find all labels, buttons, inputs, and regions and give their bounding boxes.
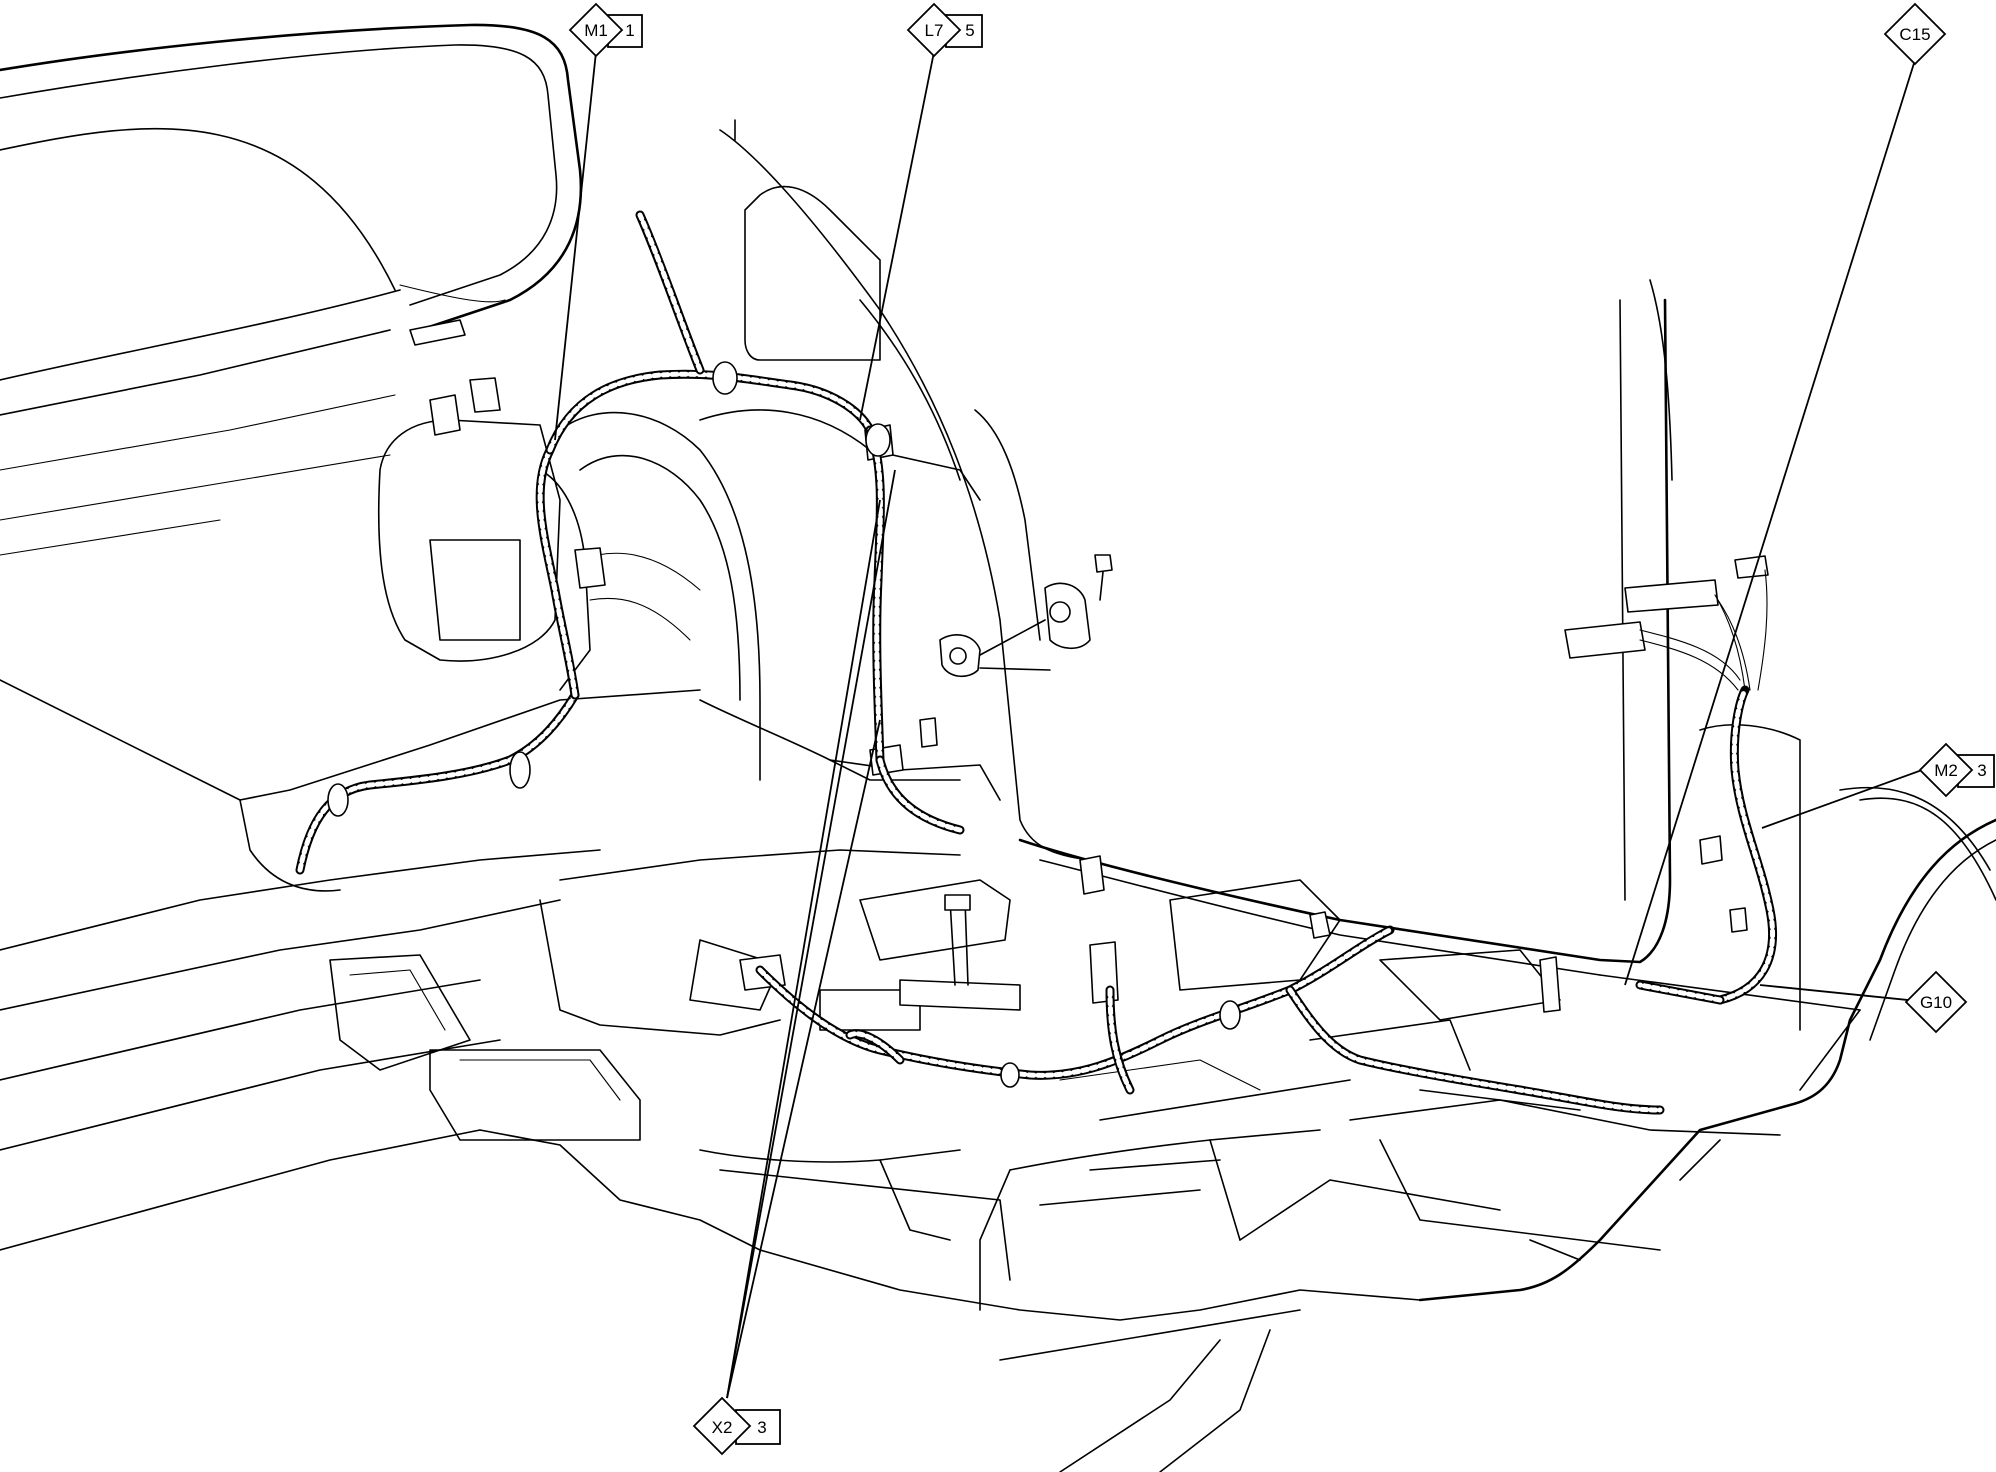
callout-x2-diamond (692, 1396, 752, 1456)
callout-leader-lines (554, 51, 1923, 1399)
callout-x2-number: 3 (757, 1418, 766, 1437)
callout-l7-diamond (906, 2, 962, 58)
wiring-harness (295, 210, 1778, 1115)
callout-l7-number: 5 (965, 21, 974, 40)
callout-g10-code: G10 (1920, 993, 1952, 1012)
callout-c15: C15 (1883, 2, 1947, 66)
callout-c15-code: C15 (1899, 25, 1930, 44)
callout-m1-box (607, 14, 643, 48)
callout-m1-diamond (568, 2, 624, 58)
callout-l7: L7 5 (906, 2, 983, 58)
callout-m1: M1 1 (568, 2, 643, 58)
callout-m1-number: 1 (625, 21, 634, 40)
callout-x2: X2 3 (692, 1396, 781, 1456)
callout-x2-code: X2 (712, 1418, 733, 1437)
callout-m2-code: M2 (1934, 761, 1958, 780)
callout-g10-diamond (1904, 970, 1968, 1034)
callout-m2-diamond (1918, 742, 1974, 798)
callout-l7-code: L7 (925, 21, 944, 40)
callout-m2: M2 3 (1918, 742, 1995, 798)
callout-g10: G10 (1904, 970, 1968, 1034)
callout-m2-number: 3 (1977, 761, 1986, 780)
callout-c15-diamond (1883, 2, 1947, 66)
vehicle-body-outline (0, 23, 1996, 1472)
callout-m1-code: M1 (584, 21, 608, 40)
